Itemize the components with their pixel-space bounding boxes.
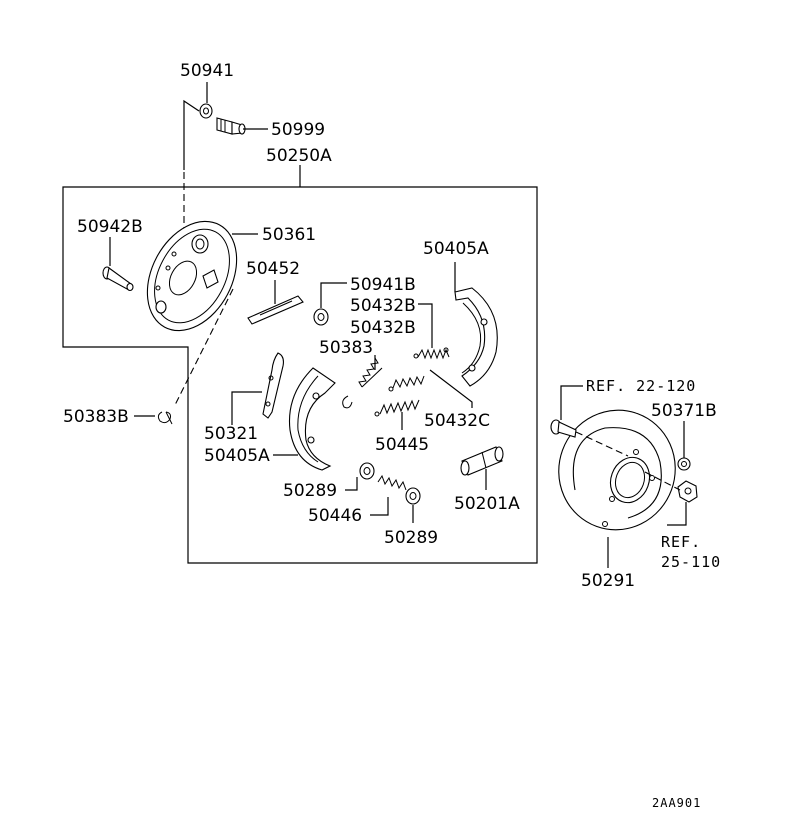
label-50289-1: 50289 xyxy=(283,481,337,501)
label-50383B: 50383B xyxy=(63,407,129,427)
label-50445: 50445 xyxy=(375,435,429,455)
lug-nut xyxy=(677,480,698,503)
label-ref-22-120: REF. 22-120 xyxy=(586,377,696,395)
spring-50432C xyxy=(388,375,425,392)
wheel-cylinder-50201A xyxy=(460,446,504,476)
label-50289-2: 50289 xyxy=(384,528,438,548)
label-50361: 50361 xyxy=(262,225,316,245)
nut-50371B xyxy=(677,457,691,471)
label-50446: 50446 xyxy=(308,506,362,526)
hub-bolt xyxy=(550,419,577,438)
label-50942B: 50942B xyxy=(77,217,143,237)
bolt-50999 xyxy=(216,117,246,135)
washer-50941 xyxy=(199,103,213,119)
backing-plate-50361 xyxy=(146,220,238,332)
label-50405A-left: 50405A xyxy=(204,446,270,466)
label-50383: 50383 xyxy=(319,338,373,358)
label-ref-25-110-a: REF. xyxy=(661,533,701,551)
label-50941B: 50941B xyxy=(350,275,416,295)
lever-50321 xyxy=(262,352,284,419)
clip-50383B xyxy=(157,411,173,425)
label-50941: 50941 xyxy=(180,61,234,81)
label-50432B-1: 50432B xyxy=(350,296,416,316)
label-50371B: 50371B xyxy=(651,401,717,421)
pin-50452 xyxy=(247,295,304,325)
nut-50289-b xyxy=(405,487,421,505)
assembly-boundary xyxy=(62,186,538,564)
washer-50941B xyxy=(313,308,329,326)
label-50201A: 50201A xyxy=(454,494,520,514)
label-ref-25-110-b: 25-110 xyxy=(661,553,721,571)
label-50432C: 50432C xyxy=(424,411,490,431)
label-50321: 50321 xyxy=(204,424,258,444)
brake-shoe-50405A-left xyxy=(288,367,336,471)
label-50405A-top: 50405A xyxy=(423,239,489,259)
brake-drum-50291 xyxy=(558,409,676,531)
nut-50289-a xyxy=(359,462,375,480)
label-50999: 50999 xyxy=(271,120,325,140)
spring-50445 xyxy=(374,399,420,417)
label-50250A: 50250A xyxy=(266,146,332,166)
spring-50432B xyxy=(413,347,450,360)
label-50432B-2: 50432B xyxy=(350,318,416,338)
clip-50383 xyxy=(342,357,383,409)
spring-50446 xyxy=(377,474,407,491)
brake-shoe-50405A-right xyxy=(454,287,498,387)
bolt-50942B xyxy=(102,266,134,292)
label-50291: 50291 xyxy=(581,571,635,591)
diagram-code: 2AA901 xyxy=(652,796,701,810)
label-50452: 50452 xyxy=(246,259,300,279)
